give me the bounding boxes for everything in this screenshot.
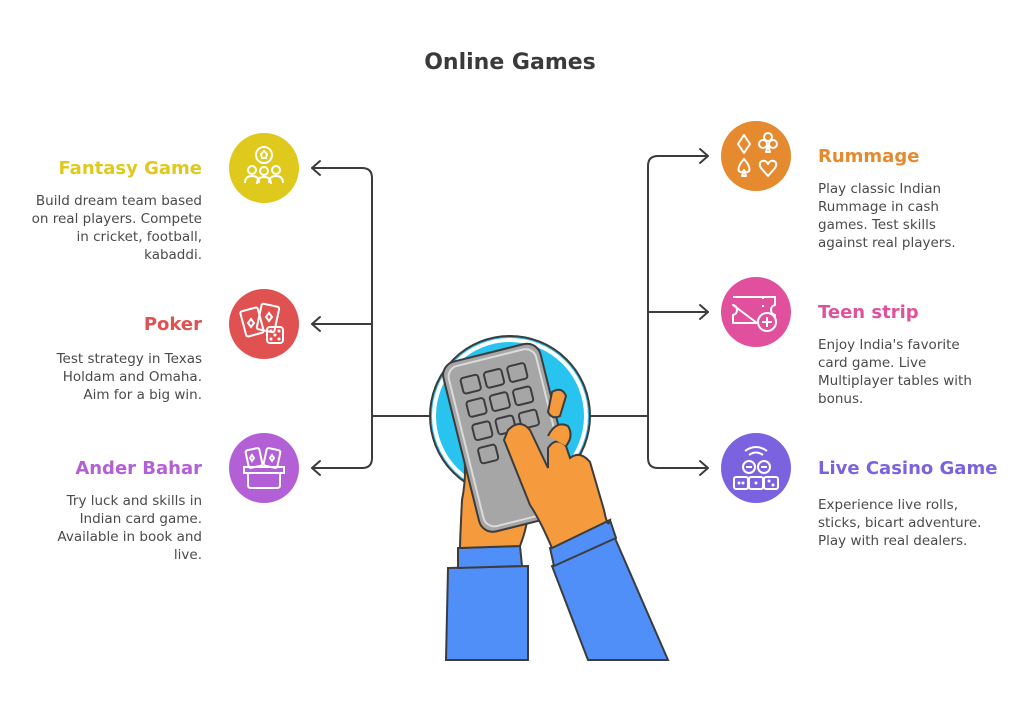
teen-strip-description: Enjoy India's favorite card game. Live M… bbox=[818, 337, 972, 407]
fantasy-description: Build dream team based on real players. … bbox=[31, 193, 202, 263]
poker-title: Poker bbox=[143, 314, 202, 335]
live-casino-title: Live Casino Game bbox=[818, 458, 998, 479]
arrow-ander bbox=[311, 460, 321, 476]
right-hand bbox=[502, 423, 612, 550]
magic-hat-cards-icon bbox=[229, 433, 299, 503]
arrow-poker bbox=[311, 316, 321, 332]
ticket-add-icon bbox=[721, 277, 791, 347]
rummage-title: Rummage bbox=[818, 146, 920, 167]
poker-description: Test strategy in Texas Holdam and Omaha.… bbox=[56, 351, 202, 403]
arrow-casino bbox=[699, 460, 709, 476]
arrow-fantasy bbox=[311, 160, 321, 176]
teen-strip-title: Teen strip bbox=[818, 302, 919, 323]
ander-bahar-description: Try luck and skills in Indian card game.… bbox=[57, 493, 202, 563]
arrow-rummage bbox=[699, 148, 709, 164]
fantasy-title: Fantasy Game bbox=[58, 158, 202, 179]
rummage-description: Play classic Indian Rummage in cash game… bbox=[818, 181, 956, 251]
arrow-teen bbox=[699, 304, 709, 320]
soccer-team-icon bbox=[229, 133, 299, 203]
live-casino-description: Experience live rolls, sticks, bicart ad… bbox=[818, 497, 982, 549]
live-casino-chips-icon bbox=[721, 433, 791, 503]
card-suits-icon bbox=[721, 121, 791, 191]
page-title: Online Games bbox=[424, 50, 596, 75]
cards-dice-icon bbox=[229, 289, 299, 359]
ander-bahar-title: Ander Bahar bbox=[75, 458, 202, 479]
left-vertical-line bbox=[311, 167, 373, 469]
left-sleeve bbox=[444, 564, 529, 661]
